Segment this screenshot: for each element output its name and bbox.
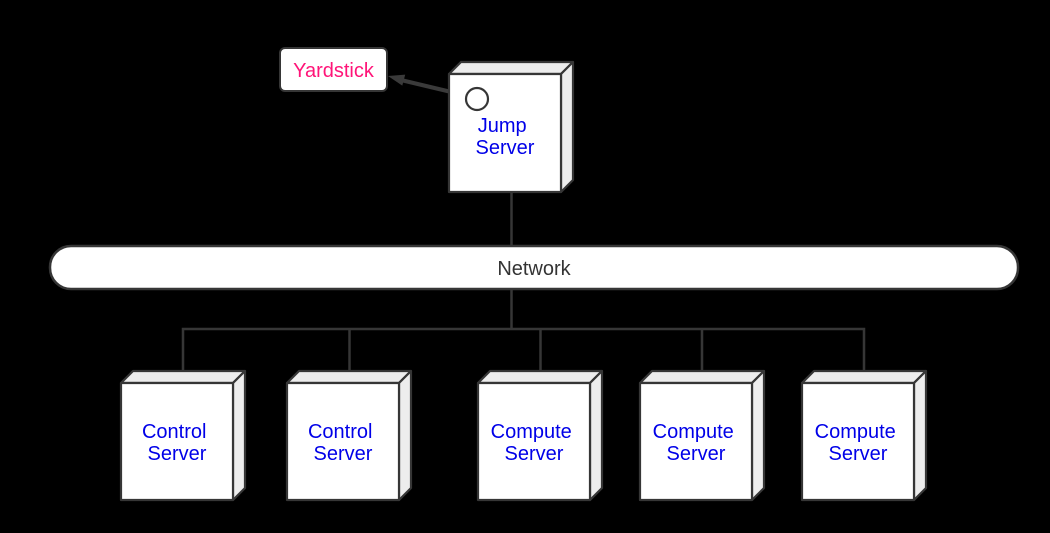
- jump-server-node: Jump Server: [447, 60, 575, 194]
- compute-server-3-box-side: [912, 369, 928, 502]
- compute-server-1-label: Compute Server: [491, 421, 578, 465]
- control-server-1-box-top: [119, 369, 247, 385]
- compute-server-3-box-top: [800, 369, 928, 385]
- compute-server-3-box: [800, 381, 916, 502]
- compute-server-2-label: Compute Server: [653, 421, 740, 465]
- compute-server-1-box-top: [476, 369, 604, 385]
- yardstick-label: Yardstick: [293, 60, 375, 82]
- control-server-2-box-top: [285, 369, 413, 385]
- control-server-1-box: [119, 381, 235, 502]
- network-bar: [48, 244, 1020, 291]
- edges: [181, 192, 866, 371]
- server-node-compute-1: Compute Server: [476, 369, 604, 502]
- network-label: Network: [497, 258, 571, 280]
- compute-server-1-box: [476, 381, 592, 502]
- edge-distribution-rail: [181, 327, 866, 371]
- server-node-control-1: Control Server: [119, 369, 247, 502]
- compute-server-2-box-side: [750, 369, 766, 502]
- control-server-2-box-side: [397, 369, 413, 502]
- compute-server-2-box: [638, 381, 754, 502]
- network-node: Network: [48, 244, 1020, 291]
- arrow-head-icon: [388, 74, 406, 86]
- compute-server-1-box-side: [588, 369, 604, 502]
- yardstick-box: [279, 47, 388, 92]
- jump-server-label-line1: Jump: [478, 115, 527, 137]
- control-server-1-label: Control Server: [142, 421, 212, 465]
- control-server-2-label: Control Server: [308, 421, 378, 465]
- yardstick-node: Yardstick: [279, 47, 388, 92]
- compute-server-3-label: Compute Server: [815, 421, 902, 465]
- server-node-compute-3: Compute Server: [800, 369, 928, 502]
- server-node-compute-2: Compute Server: [638, 369, 766, 502]
- control-server-1-box-side: [231, 369, 247, 502]
- compute-server-2-box-top: [638, 369, 766, 385]
- jump-server-box-top: [447, 60, 575, 76]
- jump-server-label: Jump Server: [476, 115, 535, 159]
- port-circle-icon: [464, 86, 490, 112]
- server-node-control-2: Control Server: [285, 369, 413, 502]
- control-server-2-box: [285, 381, 401, 502]
- jump-server-label-line2: Server: [476, 137, 535, 159]
- jump-server-box-side: [559, 60, 575, 194]
